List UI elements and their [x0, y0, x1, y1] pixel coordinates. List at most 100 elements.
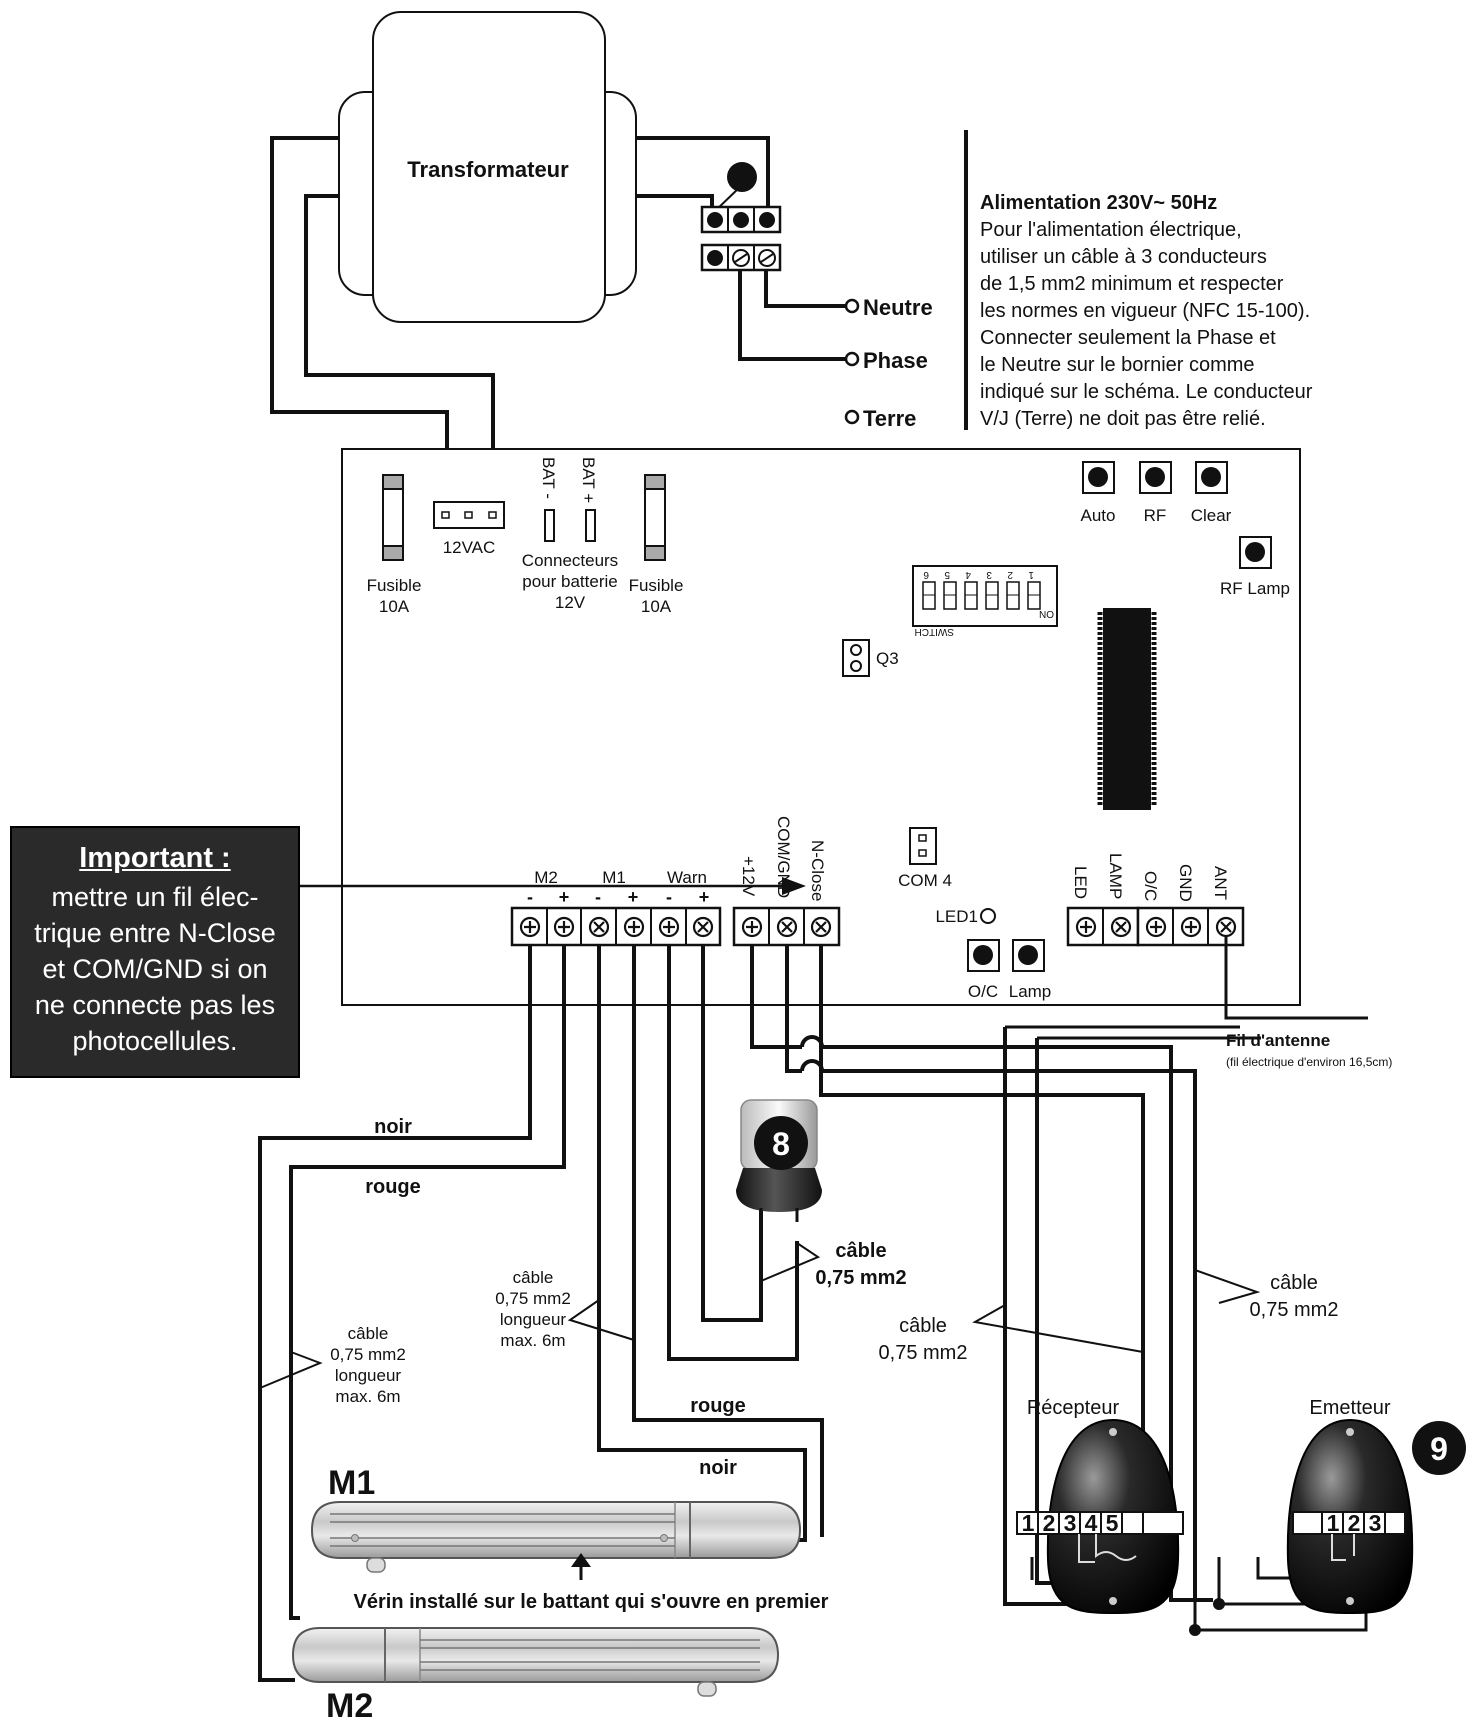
transformer: Transformateur — [338, 11, 637, 323]
power-note-line: Pour l'alimentation électrique, — [980, 219, 1242, 241]
battery-label: pour batterie — [522, 572, 617, 591]
dip-number: 4 — [965, 569, 971, 580]
power-note-line: de 1,5 mm2 minimum et respecter — [980, 273, 1284, 295]
important-line: mettre un fil élec- — [51, 882, 259, 912]
polarity-label: - — [527, 887, 533, 907]
term-label-led: LED — [1071, 866, 1090, 899]
earth-label: Terre — [863, 406, 916, 431]
board-buttons: Auto RF Clear RF Lamp — [1081, 461, 1290, 598]
fuse-right-label: Fusible — [629, 576, 684, 595]
cable-callout-emitter: câble 0,75 mm2 — [1194, 1269, 1339, 1321]
emitter-label: Emetteur — [1309, 1397, 1390, 1419]
rf-lamp-button[interactable]: RF Lamp — [1220, 536, 1290, 598]
polarity-label: + — [559, 887, 570, 907]
motor-m1: M1 — [310, 1464, 802, 1573]
com4-connector: COM 4 — [898, 827, 952, 890]
battery-connectors: BAT - BAT + Connecteurs pour batterie 12… — [522, 457, 618, 612]
dip-switch[interactable]: 1 2 3 4 5 6 ON SWITCH — [912, 565, 1058, 637]
cable-text: max. 6m — [500, 1331, 565, 1350]
motor-note: Vérin installé sur le battant qui s'ouvr… — [354, 1553, 829, 1613]
m2-red-wire — [289, 945, 566, 1620]
cable-text: 0,75 mm2 — [815, 1267, 906, 1289]
important-line: et COM/GND si on — [42, 954, 268, 984]
polarity-label: + — [699, 887, 710, 907]
m1-red-wire — [632, 945, 824, 1537]
antenna-note: (fil électrique d'environ 16,5cm) — [1226, 1055, 1392, 1069]
cable-text: 0,75 mm2 — [495, 1289, 571, 1308]
badge-photocell: 9 — [1412, 1421, 1466, 1475]
cable-text: câble — [835, 1240, 886, 1262]
q3-label: Q3 — [876, 649, 899, 668]
motor-m1-label: M1 — [328, 1464, 375, 1502]
dip-number: 5 — [944, 569, 950, 580]
antenna-label: Fil d'antenne — [1226, 1031, 1330, 1050]
term-label-gnd: GND — [1176, 864, 1195, 902]
rf-lamp-label: RF Lamp — [1220, 579, 1290, 598]
receiver-label: Récepteur — [1027, 1397, 1120, 1419]
rf-button-label: RF — [1144, 506, 1167, 525]
motor-m2-label: M2 — [326, 1687, 373, 1725]
led1-label: LED1 — [935, 907, 978, 926]
dip-number: 6 — [923, 569, 929, 580]
auto-button[interactable]: Auto — [1081, 461, 1116, 525]
mains-terminal-block — [700, 162, 782, 272]
rf-button[interactable]: RF — [1139, 461, 1172, 525]
dip-number: 3 — [986, 569, 992, 580]
m2-black-wire — [258, 945, 532, 1682]
badge-lamp-number: 8 — [772, 1126, 790, 1162]
fuse-right: Fusible 10A — [629, 474, 684, 616]
battery-label: 12V — [555, 593, 586, 612]
neutral-wire — [764, 258, 845, 308]
cable-text: 0,75 mm2 — [879, 1342, 968, 1364]
lamp-button[interactable]: Lamp — [1009, 939, 1052, 1001]
emitter-terminal: 3 — [1369, 1510, 1382, 1536]
badge-lamp: 8 — [754, 1116, 808, 1170]
led1: LED1 — [935, 907, 996, 926]
polarity-label: - — [666, 887, 672, 907]
photocell-receiver: Récepteur 1 2 3 4 5 — [1016, 1397, 1184, 1615]
polarity-label: - — [595, 887, 601, 907]
dip-switch-label: SWITCH — [915, 626, 954, 637]
auto-button-label: Auto — [1081, 506, 1116, 525]
cable-text: 0,75 mm2 — [1250, 1299, 1339, 1321]
badge-photocell-number: 9 — [1430, 1431, 1448, 1467]
motor-terminal-strip: M2 M1 Warn - + - + - + — [510, 868, 722, 947]
cable-text: longueur — [500, 1310, 567, 1329]
neutral-label: Neutre — [863, 295, 933, 320]
important-line: ne connecte pas les — [34, 990, 276, 1020]
fuse-left-rating: 10A — [379, 597, 410, 616]
emitter-terminal: 1 — [1327, 1510, 1340, 1536]
power-note-line: les normes en vigueur (NFC 15-100). — [980, 300, 1310, 322]
important-line: photocellules. — [72, 1026, 238, 1056]
power-note-title: Alimentation 230V~ 50Hz — [980, 192, 1217, 214]
vac-connector: 12VAC — [433, 501, 505, 557]
cable-text: câble — [1270, 1272, 1318, 1294]
motor-note-text: Vérin installé sur le battant qui s'ouvr… — [354, 1591, 829, 1613]
fuse-right-rating: 10A — [641, 597, 672, 616]
term-label-oc: O/C — [1141, 871, 1160, 901]
oc-button[interactable]: O/C — [967, 939, 1000, 1001]
important-note: Important : mettre un fil élec- trique e… — [10, 826, 300, 1078]
oc-button-label: O/C — [968, 982, 998, 1001]
term-label-12v: +12V — [739, 856, 758, 897]
wire-label-red: rouge — [365, 1176, 421, 1198]
cable-text: max. 6m — [335, 1387, 400, 1406]
receiver-terminal: 5 — [1106, 1510, 1119, 1536]
clear-button-label: Clear — [1191, 506, 1232, 525]
motor-m2: M2 — [291, 1627, 780, 1725]
photocell-emitter: Emetteur 1 2 3 — [1286, 1397, 1414, 1615]
wire-label-red: rouge — [690, 1395, 746, 1417]
dip-on-label: ON — [1039, 608, 1054, 619]
bat-minus-label: BAT - — [539, 457, 558, 499]
important-title: Important : — [79, 842, 231, 874]
clear-button[interactable]: Clear — [1191, 461, 1232, 525]
lamp-wire-a — [667, 945, 799, 1361]
term-label-nclose: N-Close — [808, 840, 827, 901]
phase-wire — [738, 258, 845, 361]
receiver-terminal: 2 — [1043, 1510, 1056, 1536]
m1-black-wire — [597, 945, 807, 1542]
group-label-m1: M1 — [602, 868, 626, 887]
wire-label-black: noir — [699, 1457, 737, 1479]
fuse-left-label: Fusible — [367, 576, 422, 595]
